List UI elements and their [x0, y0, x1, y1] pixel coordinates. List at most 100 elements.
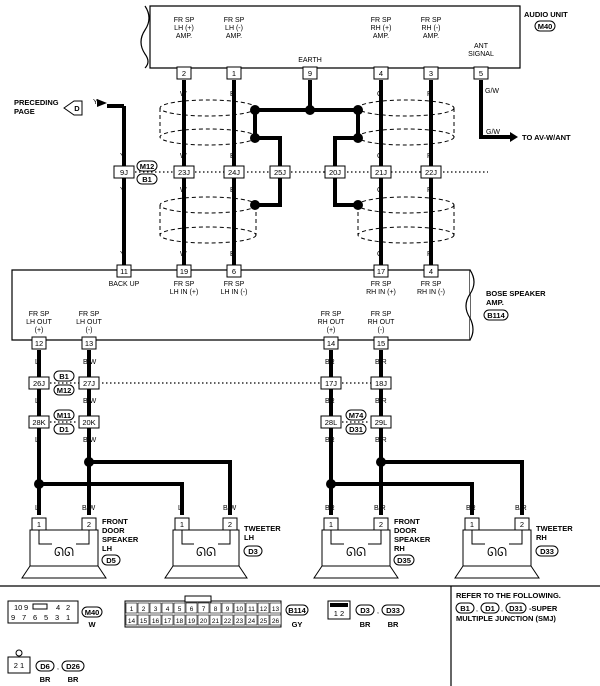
b114-pin-number: 6 [190, 606, 194, 613]
front-door-speaker-rh: BR B/R 1 2 ᘏᘏ FRONT DOOR SPEAKER RH D35 [313, 505, 431, 579]
b114-pin-number: 18 [176, 618, 184, 625]
svg-text:FRONT: FRONT [394, 517, 420, 526]
svg-text:BR: BR [40, 675, 51, 684]
b114-pin-number: 7 [202, 606, 206, 613]
svg-text:B/W: B/W [83, 437, 97, 444]
svg-text:6: 6 [33, 613, 37, 622]
svg-text:1: 1 [180, 520, 184, 529]
svg-text:FR SP: FR SP [421, 281, 442, 288]
speaker-icon [21, 529, 107, 579]
b114-pin-number: 12 [260, 606, 268, 613]
svg-text:B/W: B/W [83, 359, 97, 366]
audio-unit-title: AUDIO UNIT [524, 10, 568, 19]
svg-text:28K: 28K [32, 418, 45, 427]
svg-text:FR SP: FR SP [174, 281, 195, 288]
speaker-icon [313, 529, 399, 579]
b114-pin-cell [269, 614, 282, 626]
svg-text:1: 1 [37, 520, 41, 529]
svg-text:B: B [230, 91, 235, 98]
svg-text:BR: BR [68, 675, 79, 684]
svg-text:D31: D31 [509, 604, 523, 613]
svg-text:W: W [180, 187, 187, 194]
svg-text:9: 9 [11, 613, 15, 622]
b114-pin-number: 11 [248, 606, 255, 613]
b114-pin-number: 25 [260, 618, 268, 625]
row1-ref-b1: B1 [59, 372, 69, 381]
refer-note: REFER TO THE FOLLOWING. B1 , D1 , D31 -S… [455, 591, 561, 623]
bose-in-19: 19 FR SP LH IN (+) [170, 264, 198, 296]
tweeter-lh: L B/W 1 2 ᘏᘏ TWEETER LH D3 [164, 505, 281, 579]
au-pin-9: EARTH 9 [298, 57, 322, 80]
svg-text:Y: Y [120, 153, 125, 160]
b114-pin-cell [173, 614, 186, 626]
svg-text:-SUPER: -SUPER [529, 604, 558, 613]
svg-text:L: L [35, 505, 39, 512]
svg-text:(+): (+) [35, 327, 44, 334]
svg-text:7: 7 [22, 613, 26, 622]
legend-m40-connector: 10 9 4 2 9 7 6 5 3 1 M40 W [7, 600, 103, 629]
b114-pin-cell [245, 602, 258, 614]
svg-text:17J: 17J [325, 379, 337, 388]
svg-text:W: W [180, 91, 187, 98]
lower-wire-labels: L B/W BR B/R L B/W BR B/R L B/W BR B/R [35, 359, 387, 444]
legend-d6-connector: 2 1 D6 , D26 BR BR [7, 649, 85, 684]
svg-text:15: 15 [377, 339, 385, 348]
svg-text:FR SP: FR SP [371, 281, 392, 288]
bose-in-4: 4 FR SP RH IN (-) [417, 264, 445, 296]
b114-pin-number: 5 [178, 606, 182, 613]
b114-pin-number: 20 [200, 618, 208, 625]
au-pin-label-3: AMP. [373, 33, 389, 40]
au-pin-label-3: AMP. [226, 33, 242, 40]
au-pin-4: FR SP RH (+) AMP. 4 [371, 17, 392, 80]
svg-text:BR: BR [325, 505, 335, 512]
svg-text:BR: BR [325, 437, 335, 444]
mid-connector-24j: 24J [223, 165, 245, 179]
b114-pin-number: 17 [164, 618, 172, 625]
au-pin-number: 5 [479, 69, 483, 78]
svg-text:,: , [501, 606, 503, 613]
svg-text:RH: RH [394, 544, 405, 553]
svg-text:LH OUT: LH OUT [26, 319, 52, 326]
svg-text:FR SP: FR SP [224, 281, 245, 288]
au-pin-label-1: FR SP [421, 17, 442, 24]
svg-text:,: , [476, 606, 478, 613]
bose-out-15: FR SP RH OUT (-) 15 [368, 311, 395, 350]
b114-pin-number: 9 [226, 606, 230, 613]
preceding-label-2: PAGE [14, 107, 35, 116]
svg-text:W: W [180, 153, 187, 160]
tweeter-rh: BR B/R 1 2 ᘏᘏ TWEETER RH D33 [454, 505, 573, 579]
row2-ref-badge [53, 409, 75, 421]
au-pin-number: 3 [429, 69, 433, 78]
row2-connector-28l: 28L [320, 415, 342, 429]
svg-text:B: B [230, 251, 235, 258]
svg-text:L: L [35, 398, 39, 405]
svg-text:20K: 20K [82, 418, 95, 427]
row1-ref-badge [53, 384, 75, 396]
svg-text:Y: Y [120, 187, 125, 194]
svg-text:D33: D33 [540, 547, 554, 556]
b114-pin-number: 13 [272, 606, 280, 613]
legend-2pin-connector: 1 2 D3 , D33 BR BR [327, 600, 405, 629]
svg-text:26J: 26J [33, 379, 45, 388]
au-pin-label-2: SIGNAL [468, 51, 494, 58]
svg-text:B/R: B/R [375, 359, 387, 366]
au-pin-label-2: EARTH [298, 57, 322, 64]
upper-wire-labels: W B G R Y W B G R Y W B G R Y W B G R [120, 91, 432, 258]
svg-text:11: 11 [120, 267, 128, 276]
au-pin-1: FR SP LH (-) AMP. 1 [224, 17, 245, 80]
bose-out-14: FR SP RH OUT (+) 14 [318, 311, 345, 350]
mid-connector-21j: 21J [370, 165, 392, 179]
lower-wires [37, 350, 524, 515]
au-pin-label-2: LH (+) [174, 25, 194, 32]
row1-ref-m12: M12 [57, 386, 72, 395]
svg-text:G: G [377, 91, 382, 98]
svg-text:12: 12 [35, 339, 43, 348]
junction-dots [250, 105, 363, 210]
svg-text:17: 17 [377, 267, 385, 276]
svg-text:LH OUT: LH OUT [76, 319, 102, 326]
svg-text:D3: D3 [248, 547, 258, 556]
svg-text:RH IN (-): RH IN (-) [417, 289, 445, 296]
svg-text:LH IN (-): LH IN (-) [221, 289, 248, 296]
svg-text:B/W: B/W [223, 505, 237, 512]
